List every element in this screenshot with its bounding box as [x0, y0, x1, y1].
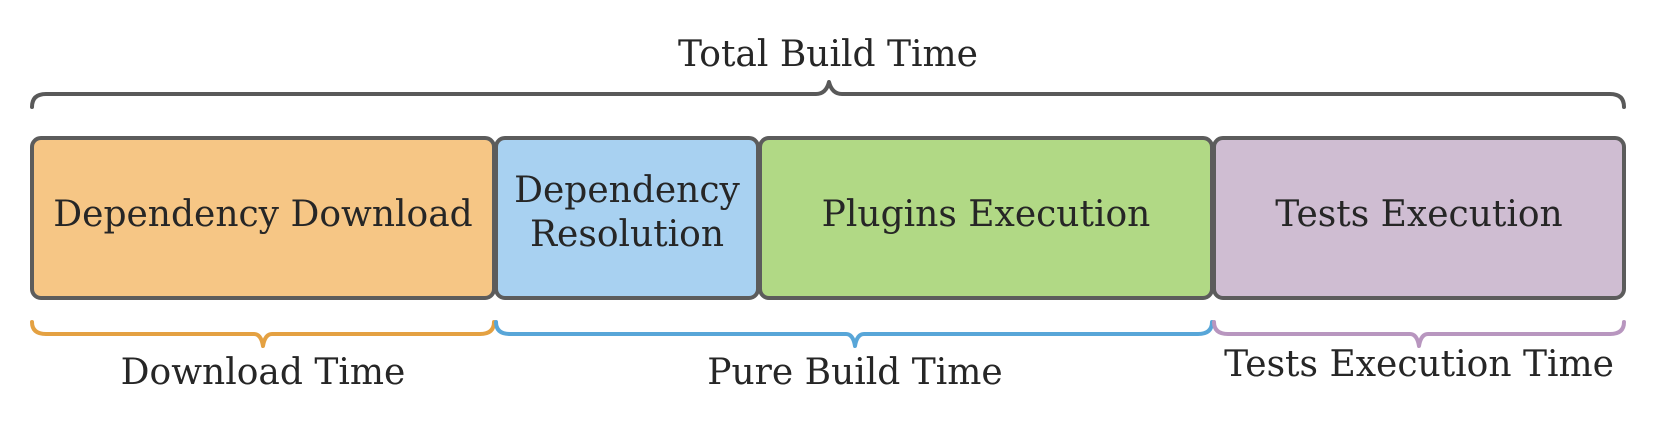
dependency-resolution-label-line-1: Dependency — [514, 170, 740, 211]
total-build-time-brace — [30, 80, 1626, 109]
tests-execution-box — [1212, 136, 1626, 300]
stage-0: Dependency Download — [30, 136, 496, 300]
stage-3: Tests Execution — [1212, 136, 1626, 300]
tests-execution-label: Tests Execution — [1275, 194, 1562, 235]
dependency-download-label: Dependency Download — [53, 194, 472, 235]
pure-build-time-group: Pure Build Time — [494, 320, 1214, 393]
tests-execution-time-brace — [1212, 320, 1626, 348]
dependency-resolution-label-line-2: Resolution — [530, 214, 724, 255]
pure-build-time-brace — [494, 320, 1214, 348]
download-time-label: Download Time — [121, 352, 406, 393]
stage-2: Plugins Execution — [758, 136, 1214, 300]
tests-execution-time-group: Tests Execution Time — [1212, 320, 1626, 385]
total-build-time-label: Total Build Time — [678, 34, 978, 75]
total-build-time-group: Total Build Time — [30, 34, 1626, 109]
pure-build-time-label: Pure Build Time — [707, 352, 1003, 393]
plugins-execution-label: Plugins Execution — [822, 194, 1151, 235]
download-time-brace — [30, 320, 496, 348]
tests-execution-time-label: Tests Execution Time — [1224, 344, 1614, 385]
stage-1: Dependency Resolution — [494, 136, 760, 300]
download-time-group: Download Time — [30, 320, 496, 393]
